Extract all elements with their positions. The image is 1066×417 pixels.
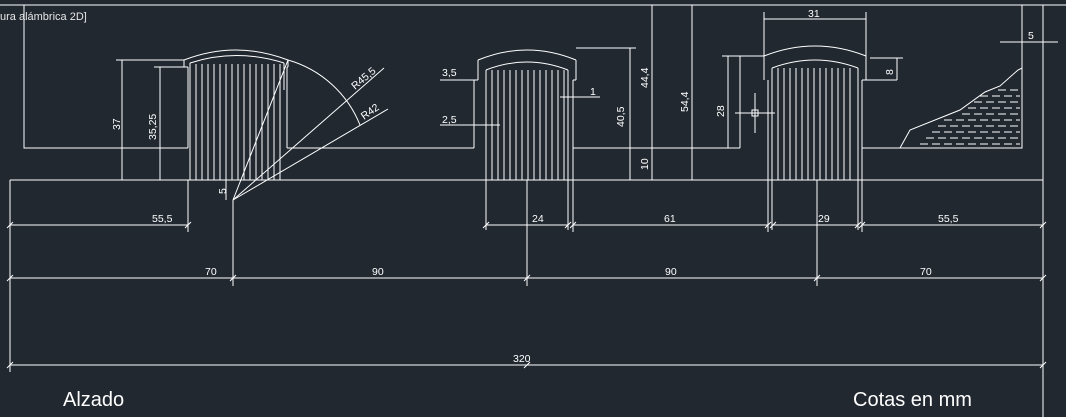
- dim-tick: [564, 221, 572, 229]
- dim-29: 29: [818, 213, 830, 225]
- dim-70-left: 70: [205, 266, 217, 278]
- dim-35-25: 35,25: [147, 114, 159, 140]
- middle-arch: [473, 49, 577, 230]
- dim-54-4: 54,4: [679, 91, 691, 112]
- dim-320: 320: [513, 353, 531, 365]
- middle-hatch: [491, 70, 565, 180]
- dim-10: 10: [639, 158, 651, 170]
- dim-tick: [6, 361, 14, 369]
- dim-90-a: 90: [372, 266, 384, 278]
- dim-90-b: 90: [665, 266, 677, 278]
- dim-tick: [184, 221, 192, 229]
- cotas-label: Cotas en mm: [853, 389, 972, 411]
- dim-8: 8: [884, 69, 896, 75]
- dim-tick: [1039, 361, 1047, 369]
- dim-31: 31: [808, 8, 820, 20]
- dim-28: 28: [715, 105, 727, 117]
- dimension-ticks: [6, 221, 1047, 369]
- dim-1: 1: [590, 86, 596, 98]
- dim-3-5: 3,5: [442, 67, 457, 79]
- dim-5-right: 5: [1028, 30, 1034, 42]
- dim-tick: [523, 361, 531, 369]
- dim-40-5: 40,5: [615, 106, 627, 127]
- dim-tick: [764, 221, 772, 229]
- viewport-label[interactable]: ura alámbrica 2D]: [0, 11, 87, 23]
- dim-tick: [769, 221, 777, 229]
- dim-24: 24: [532, 213, 544, 225]
- right-arch: [735, 45, 897, 230]
- dim-tick: [813, 274, 821, 282]
- dim-tick: [854, 221, 862, 229]
- dim-tick: [1039, 221, 1047, 229]
- dim-tick: [6, 274, 14, 282]
- ground-outline: [10, 5, 1043, 181]
- dim-tick: [1039, 274, 1047, 282]
- r45-arc: [287, 59, 361, 126]
- dim-tick: [482, 221, 490, 229]
- dim-2-5: 2,5: [442, 114, 457, 126]
- dim-37: 37: [111, 118, 123, 130]
- dim-55-5-left: 55,5: [152, 213, 173, 225]
- dim-tick: [229, 274, 237, 282]
- dim-70-right: 70: [920, 266, 932, 278]
- dim-tick: [6, 221, 14, 229]
- rock-profile: [899, 67, 1023, 149]
- dimension-lines: [9, 5, 1058, 372]
- left-arch: [183, 49, 389, 278]
- dim-55-5-right: 55,5: [938, 213, 959, 225]
- alzado-label: Alzado: [63, 389, 125, 411]
- dim-61: 61: [664, 213, 676, 225]
- dim-r45-5: R45,5: [349, 65, 378, 92]
- left-hatch: [195, 64, 281, 180]
- dim-tick: [523, 274, 531, 282]
- dim-tick: [858, 221, 866, 229]
- right-hatch: [777, 68, 851, 180]
- dim-5-small: 5: [217, 188, 229, 194]
- dim-tick: [569, 221, 577, 229]
- dim-44-4: 44,4: [639, 67, 651, 88]
